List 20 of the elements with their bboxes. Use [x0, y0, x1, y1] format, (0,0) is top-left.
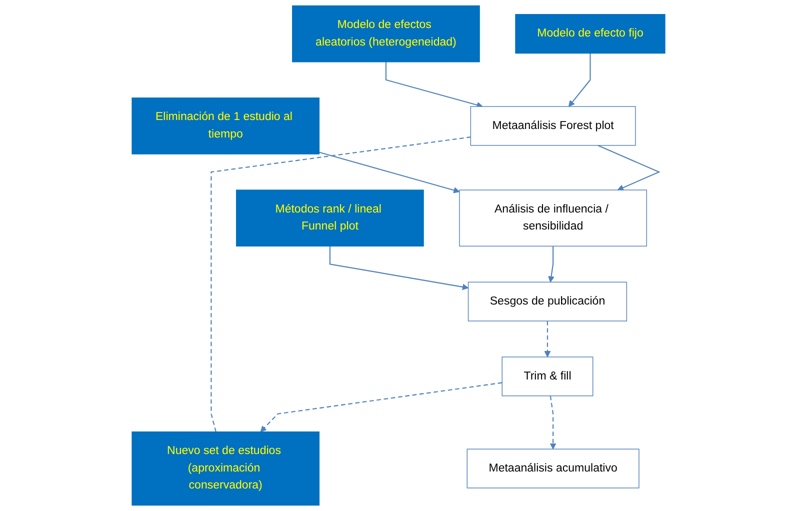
node-box: Métodos rank / lineal Funnel plot: [236, 190, 424, 246]
arrow: [598, 144, 660, 191]
arrow: [548, 246, 554, 282]
node-box: Análisis de influencia / sensibilidad: [459, 190, 647, 246]
node-box: Eliminación de 1 estudio al tiempo: [132, 98, 320, 154]
node-box: Modelo de efectos aleatorios (heterogeneidad): [292, 5, 480, 62]
node-box: Nuevo set de estudios (aproximación conservadora): [132, 431, 320, 506]
node-box: Trim & fill: [502, 356, 594, 396]
node-box: Metaanálisis Forest plot: [470, 106, 636, 146]
arrow: [329, 246, 469, 290]
arrow: [385, 62, 483, 108]
node-box: Modelo de efecto fijo: [515, 14, 666, 54]
node-box: Sesgos de publicación: [468, 282, 628, 322]
arrow: [319, 152, 460, 194]
node-box: Metaanálisis acumulativo: [466, 448, 640, 488]
arrow: [550, 396, 556, 450]
connector: [210, 136, 471, 432]
arrow: [544, 321, 551, 358]
arrow: [568, 53, 591, 107]
arrow: [260, 382, 502, 432]
